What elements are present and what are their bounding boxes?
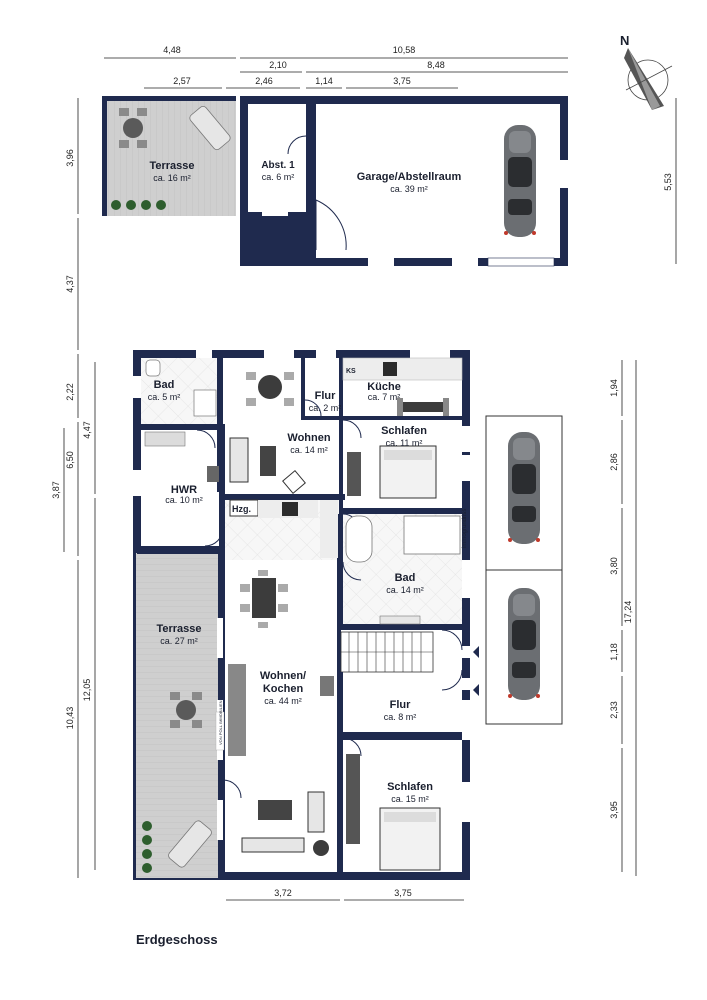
room-name-wohnen-small: Wohnen <box>287 432 330 444</box>
room-area-garage: ca. 39 m² <box>390 184 428 194</box>
room-area-kueche: ca. 7 m² <box>368 392 401 402</box>
dim-left-4-37: 4,37 <box>65 275 75 293</box>
main-building <box>133 350 479 880</box>
terrace-top-deck <box>106 99 240 216</box>
dim-right-3-95: 3,95 <box>609 801 619 819</box>
dim-left-3-96: 3,96 <box>65 149 75 167</box>
dim-right-5-53: 5,53 <box>663 173 673 191</box>
room-area-flur-big: ca. 8 m² <box>384 712 417 722</box>
room-name-terrasse-left: Terrasse <box>156 623 201 635</box>
dim-top-2-46: 2,46 <box>255 76 273 86</box>
terrace-top-lounger <box>189 105 231 151</box>
dim-left-4-47: 4,47 <box>82 421 92 439</box>
dim-top-2-10: 2,10 <box>269 60 287 70</box>
compass: N <box>620 33 673 110</box>
watermark-text: immogrundriss <box>462 509 468 548</box>
round-table <box>258 375 282 399</box>
room-name-hwr: HWR <box>171 484 197 496</box>
room-name-flur-big: Flur <box>390 699 411 711</box>
room-area-flur-small: ca. 2 m² <box>309 403 342 413</box>
room-name-flur-small: Flur <box>315 390 336 402</box>
dim-bottom-3-75: 3,75 <box>394 888 412 898</box>
dim-top-4-48: 4,48 <box>163 45 181 55</box>
dim-top-1-14: 1,14 <box>315 76 333 86</box>
dim-top-3-75: 3,75 <box>393 76 411 86</box>
stamp-text: VON POLL IMMOBILIEN <box>218 700 223 745</box>
abst-room <box>248 104 306 212</box>
room-name-bad-small: Bad <box>154 379 175 391</box>
dining-table <box>252 578 276 618</box>
room-name-kueche: Küche <box>367 381 401 393</box>
room-name-schlafen-top: Schlafen <box>381 425 427 437</box>
dim-right-1-94: 1,94 <box>609 379 619 397</box>
room-area-terrasse-top: ca. 16 m² <box>153 173 191 183</box>
dim-left-12-05: 12,05 <box>82 679 92 702</box>
room-area-schlafen-top: ca. 11 m² <box>386 438 423 448</box>
dim-right-3-80: 3,80 <box>609 557 619 575</box>
room-area-bad-big: ca. 14 m² <box>386 585 424 595</box>
dim-right-1-18: 1,18 <box>609 643 619 661</box>
dimension-lines <box>63 57 677 901</box>
room-area-wohnen-small: ca. 14 m² <box>290 445 328 455</box>
hwr-floor <box>141 430 219 546</box>
dim-right-17-24: 17,24 <box>623 601 633 624</box>
dim-left-6-50: 6,50 <box>65 451 75 469</box>
room-area-bad-small: ca. 5 m² <box>148 392 181 402</box>
floor-title: Erdgeschoss <box>136 932 218 947</box>
dim-bottom-3-72: 3,72 <box>274 888 292 898</box>
dim-right-2-86: 2,86 <box>609 453 619 471</box>
terrace-top-plants <box>111 200 166 210</box>
room-area-hwr: ca. 10 m² <box>165 495 203 505</box>
room-name-schlafen-bottom: Schlafen <box>387 781 433 793</box>
dim-left-10-43: 10,43 <box>65 707 75 730</box>
carport <box>485 415 563 725</box>
terrace-top-table <box>119 108 147 148</box>
compass-north-label: N <box>620 33 629 48</box>
room-area-wohnen-kochen: ca. 44 m² <box>264 696 302 706</box>
room-area-abst: ca. 6 m² <box>262 172 295 182</box>
room-labels: Terrasse ca. 16 m² Abst. 1 ca. 6 m² Gara… <box>148 160 468 804</box>
dim-top-10-58: 10,58 <box>393 45 416 55</box>
garage-car <box>504 125 536 237</box>
tag-ks: KS <box>346 368 356 375</box>
room-name-wohnen-kochen-1: Wohnen/ <box>260 670 306 682</box>
dim-top-8-48: 8,48 <box>427 60 445 70</box>
room-name-garage: Garage/Abstellraum <box>357 171 462 183</box>
room-area-terrasse-left: ca. 27 m² <box>160 636 198 646</box>
room-area-schlafen-bottom: ca. 15 m² <box>391 794 429 804</box>
dim-left-2-22: 2,22 <box>65 383 75 401</box>
room-name-wohnen-kochen-2: Kochen <box>263 683 304 695</box>
dimension-labels: 4,48 10,58 2,10 8,48 2,57 2,46 1,14 3,75… <box>51 45 673 898</box>
room-name-abst: Abst. 1 <box>261 160 295 171</box>
staircase <box>340 631 434 673</box>
room-name-terrasse-top: Terrasse <box>149 160 194 172</box>
dim-top-2-57: 2,57 <box>173 76 191 86</box>
tag-hzg: Hzg. <box>232 504 251 514</box>
dim-right-2-33: 2,33 <box>609 701 619 719</box>
dim-left-3-87: 3,87 <box>51 481 61 499</box>
room-name-bad-big: Bad <box>395 572 416 584</box>
top-building <box>102 96 568 267</box>
